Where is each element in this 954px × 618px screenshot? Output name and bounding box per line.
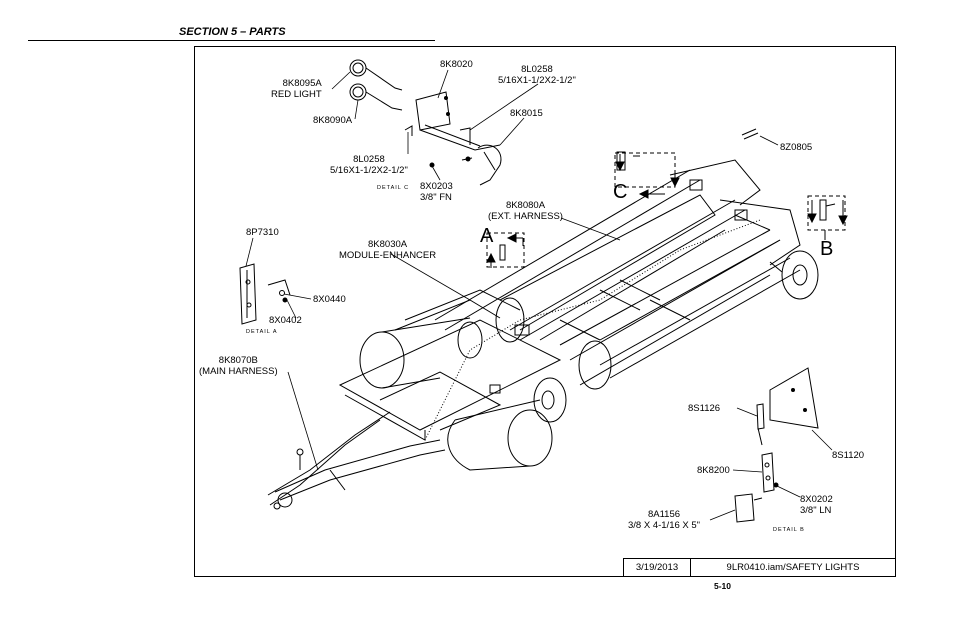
callout-8k8095a: 8K8095A RED LIGHT bbox=[271, 78, 322, 100]
part-description: 3/8" FN bbox=[420, 192, 452, 203]
part-description: 5/16X1-1/2X2-1/2" bbox=[330, 165, 408, 176]
detail-b-label: DETAIL B bbox=[773, 527, 805, 533]
part-number: 8K8080A bbox=[505, 200, 546, 211]
callout-8x0402: 8X0402 bbox=[269, 315, 302, 326]
view-letter-a: A bbox=[480, 225, 494, 247]
revision-date: 3/19/2013 bbox=[624, 559, 691, 577]
part-description: (EXT. HARNESS) bbox=[488, 211, 563, 222]
part-description: (MAIN HARNESS) bbox=[199, 366, 278, 377]
title-block: 3/19/2013 9LR0410.iam/SAFETY LIGHTS bbox=[623, 558, 896, 577]
part-number: 8X0202 bbox=[800, 494, 833, 505]
callout-8k8090a: 8K8090A bbox=[313, 115, 353, 126]
view-letter-b: B bbox=[820, 238, 834, 260]
callout-8l0258-bottom: 8L0258 5/16X1-1/2X2-1/2" bbox=[330, 154, 408, 176]
callout-8p7310: 8P7310 bbox=[246, 227, 279, 238]
part-description: MODULE-ENHANCER bbox=[339, 250, 437, 261]
part-number: 8X0203 bbox=[420, 181, 453, 192]
callout-8x0202: 8X0202 3/8" LN bbox=[800, 494, 833, 516]
callout-8s1120: 8S1120 bbox=[832, 450, 865, 461]
section-title: SECTION 5 – PARTS bbox=[179, 26, 286, 38]
detail-a-label: DETAIL A bbox=[246, 329, 278, 335]
roller-machine-drawing bbox=[267, 159, 819, 510]
part-number: 8K8095A bbox=[282, 78, 322, 89]
detail-b-drawing bbox=[734, 367, 819, 523]
detail-c-label: DETAIL C bbox=[377, 185, 410, 191]
callout-8x0203: 8X0203 3/8" FN bbox=[420, 181, 453, 203]
view-letter-c: C bbox=[613, 181, 628, 203]
part-number: 8L0258 bbox=[521, 64, 553, 75]
part-description: 5/16X1-1/2X2-1/2" bbox=[498, 75, 576, 86]
callout-8k8070b: 8K8070B (MAIN HARNESS) bbox=[199, 355, 278, 377]
part-description: 3/8" LN bbox=[800, 505, 832, 516]
loose-parts-drawing bbox=[499, 128, 836, 261]
part-number: 8A1156 bbox=[647, 509, 681, 520]
callout-8k8015: 8K8015 bbox=[510, 108, 543, 119]
leader-lines bbox=[245, 69, 833, 521]
callout-8k8020: 8K8020 bbox=[440, 59, 473, 70]
view-arrows bbox=[486, 154, 848, 268]
header-rule bbox=[28, 40, 435, 41]
part-description: 3/8 X 4-1/16 X 5" bbox=[628, 520, 701, 531]
drawing-frame bbox=[194, 46, 896, 577]
detail-a-drawing bbox=[239, 263, 291, 325]
page-number: 5-10 bbox=[714, 581, 732, 591]
callout-8z0805: 8Z0805 bbox=[780, 142, 813, 153]
callout-8k8200: 8K8200 bbox=[697, 465, 730, 476]
part-number: 8L0258 bbox=[353, 154, 385, 165]
callout-8s1126: 8S1126 bbox=[688, 403, 721, 414]
detail-c-drawing bbox=[349, 59, 502, 186]
callout-8l0258-top: 8L0258 5/16X1-1/2X2-1/2" bbox=[498, 64, 576, 86]
callout-8x0440: 8X0440 bbox=[313, 294, 346, 305]
part-description: RED LIGHT bbox=[271, 89, 322, 100]
callout-8k8030a: 8K8030A MODULE-ENHANCER bbox=[339, 239, 436, 261]
callout-8k8080a: 8K8080A (EXT. HARNESS) bbox=[488, 200, 563, 222]
callout-8a1156: 8A1156 3/8 X 4-1/16 X 5" bbox=[628, 509, 700, 531]
drawing-file-name: 9LR0410.iam/SAFETY LIGHTS bbox=[726, 562, 860, 573]
part-number: 8K8070B bbox=[218, 355, 258, 366]
parts-diagram-illustration bbox=[239, 59, 848, 523]
part-number: 8K8030A bbox=[368, 239, 408, 250]
